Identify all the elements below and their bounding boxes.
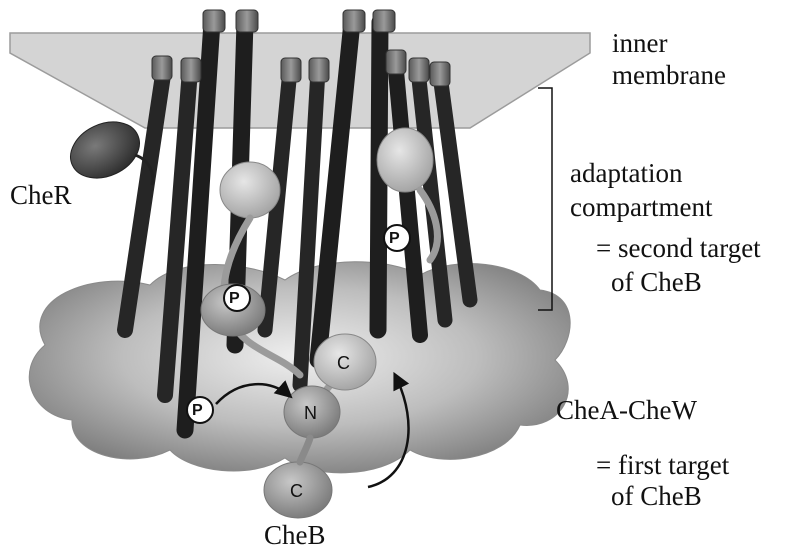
phospho-label-1: P	[229, 283, 240, 314]
adaptation-label-line2: compartment	[570, 192, 712, 223]
second-target-label-line2: of CheB	[611, 267, 702, 298]
cheb-domain-right-upper	[377, 128, 433, 192]
n-domain-label: N	[304, 398, 317, 429]
c-domain-upper-label: C	[337, 348, 350, 379]
cheb-domain-left-upper	[220, 162, 280, 218]
cher-label: CheR	[10, 180, 72, 211]
chea-chew-label: CheA-CheW	[556, 395, 697, 426]
second-target-label-line1: = second target	[596, 233, 761, 264]
inner-membrane-label-line1: inner	[612, 28, 667, 59]
phospho-label-3: P	[192, 395, 203, 426]
inner-membrane-label-line2: membrane	[612, 60, 726, 91]
adaptation-label-line1: adaptation	[570, 158, 682, 189]
first-target-label-line1: = first target	[596, 450, 729, 481]
cheb-label: CheB	[264, 520, 326, 551]
c-domain-lower-label: C	[290, 476, 303, 507]
adaptation-bracket	[538, 88, 552, 310]
phospho-label-2: P	[389, 223, 400, 254]
first-target-label-line2: of CheB	[611, 481, 702, 512]
